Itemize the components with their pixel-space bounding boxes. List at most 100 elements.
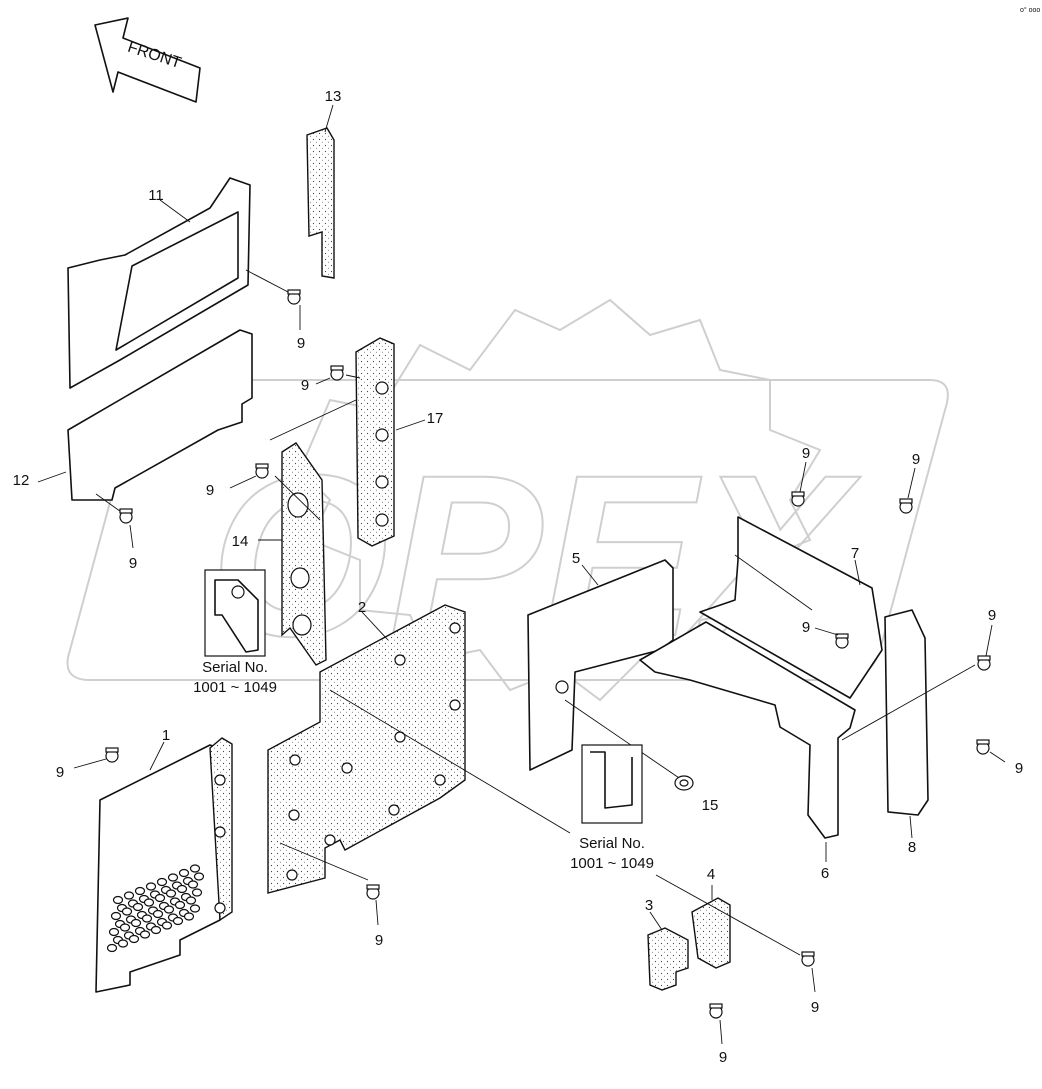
- perforation-hole: [106, 943, 118, 953]
- callout-17: 17: [427, 410, 444, 427]
- perforation-hole: [128, 934, 140, 944]
- part-5-panel: [527, 559, 686, 783]
- callout-5: 5: [572, 550, 580, 567]
- serial-right-title: Serial No.: [579, 835, 645, 852]
- perforation-hole: [119, 923, 131, 932]
- bolt-icon: [899, 498, 913, 514]
- bolt-icon: [105, 747, 119, 763]
- bolt-icon: [801, 951, 815, 967]
- perforation-hole: [178, 868, 190, 878]
- part-11-frame: [67, 177, 289, 389]
- perforation-hole: [183, 912, 195, 921]
- perforation-hole: [141, 914, 153, 923]
- perforation-hole: [161, 921, 173, 930]
- perforation-hole: [189, 864, 201, 873]
- front-direction-arrow: FRONT: [94, 17, 201, 103]
- callout-9-a: 9: [297, 335, 305, 352]
- perforation-hole: [132, 902, 144, 912]
- part-17-insulation-block: [269, 337, 426, 547]
- perforation-hole: [121, 907, 133, 916]
- part-4-block: [655, 874, 801, 969]
- callout-9-e: 9: [56, 764, 64, 781]
- callout-9-d: 9: [129, 555, 137, 572]
- callout-9-i: 9: [802, 619, 810, 636]
- callout-14: 14: [232, 533, 249, 550]
- bolt-group: [105, 289, 991, 1019]
- part-15-grommet: [674, 775, 694, 791]
- perforation-hole: [154, 893, 166, 903]
- perforation-hole: [150, 925, 162, 935]
- callout-9-h: 9: [912, 451, 920, 468]
- perforation-hole: [167, 873, 179, 882]
- perforation-hole: [193, 872, 205, 881]
- perforation-hole: [191, 888, 203, 897]
- perforation-hole: [152, 909, 164, 919]
- serial-left-range: 1001 ~ 1049: [193, 679, 277, 696]
- perforation-hole: [145, 882, 157, 891]
- bolt-icon: [330, 365, 344, 381]
- corner-mark: o° ooo: [1020, 6, 1040, 14]
- part-8-panel: [841, 609, 976, 839]
- callout-8: 8: [908, 839, 916, 856]
- part-7-panel: [699, 516, 883, 699]
- perforation-hole: [112, 895, 124, 905]
- perforation-hole: [163, 905, 175, 914]
- perforation-hole: [165, 889, 177, 898]
- callout-9-f: 9: [375, 932, 383, 949]
- serial-left-title: Serial No.: [202, 659, 268, 676]
- perforation-hole: [130, 918, 142, 928]
- callout-7: 7: [851, 545, 859, 562]
- part-6-bracket: [639, 621, 856, 862]
- callout-9-g: 9: [802, 445, 810, 462]
- perforation-hole: [143, 898, 155, 907]
- front-arrow-icon: [94, 17, 201, 103]
- callout-4: 4: [707, 866, 715, 883]
- part-3-block: [647, 911, 689, 991]
- bolt-icon: [255, 463, 269, 479]
- callout-labels: 13 11 9 9 17 12 9 9 14 2 1 9 9 5 9 9 7 9…: [13, 88, 1024, 1066]
- perforation-hole: [123, 891, 135, 900]
- bolt-icon: [835, 633, 849, 649]
- perforation-hole: [189, 904, 201, 913]
- callout-9-j: 9: [988, 607, 996, 624]
- callout-3: 3: [645, 897, 653, 914]
- serial-right-range: 1001 ~ 1049: [570, 855, 654, 872]
- perforation-hole: [187, 880, 199, 889]
- part-14-insulation-block: [258, 442, 327, 666]
- bolt-leader-lines: [73, 305, 1006, 1045]
- callout-12: 12: [13, 472, 30, 489]
- callout-2: 2: [358, 599, 366, 616]
- perforation-hole: [134, 886, 146, 896]
- part-2-insulation-panel: [267, 604, 571, 894]
- bolt-icon: [119, 508, 133, 524]
- perforation-hole: [139, 930, 151, 939]
- callout-9-b: 9: [301, 377, 309, 394]
- part-13-seal-strip: [306, 104, 335, 279]
- callout-11: 11: [148, 187, 164, 204]
- bolt-icon: [791, 491, 805, 507]
- perforation-hole: [108, 927, 120, 937]
- callout-15: 15: [702, 797, 719, 814]
- perforation-hole: [117, 939, 129, 948]
- part-12-panel: [37, 329, 253, 515]
- perforation-hole: [176, 884, 188, 894]
- callout-9-l: 9: [811, 999, 819, 1016]
- callout-9-k: 9: [1015, 760, 1023, 777]
- perforation-hole: [172, 916, 184, 926]
- perforation-hole: [156, 877, 168, 887]
- bolt-icon: [366, 884, 380, 900]
- part-1-perforated-cover: [95, 737, 233, 993]
- perforation-hole: [174, 900, 186, 910]
- callout-13: 13: [325, 88, 342, 105]
- bolt-icon: [709, 1003, 723, 1019]
- perforation-hole: [185, 896, 197, 905]
- callout-9-m: 9: [719, 1049, 727, 1066]
- perforation-hole: [110, 911, 122, 921]
- bolt-icon: [976, 739, 990, 755]
- callout-9-c: 9: [206, 482, 214, 499]
- callout-1: 1: [162, 727, 170, 744]
- perforation-grid: [106, 864, 205, 953]
- serial-detail-box-left: Serial No. 1001 ~ 1049: [193, 569, 277, 696]
- callout-6: 6: [821, 865, 829, 882]
